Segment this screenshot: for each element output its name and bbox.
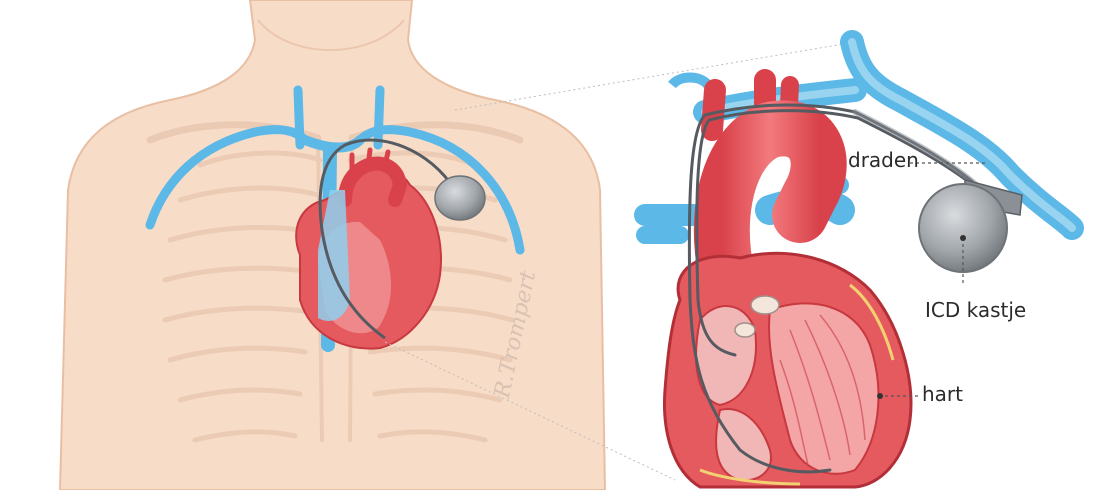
heart-large bbox=[664, 253, 910, 487]
icd-device-small bbox=[435, 176, 485, 220]
label-hart: hart bbox=[922, 384, 963, 404]
label-draden: draden bbox=[848, 150, 919, 170]
icd-device-large bbox=[919, 180, 1022, 272]
label-icd-kastje: ICD kastje bbox=[925, 300, 1026, 320]
callout-dot-icd bbox=[960, 235, 966, 241]
callout-dot-heart bbox=[877, 393, 883, 399]
